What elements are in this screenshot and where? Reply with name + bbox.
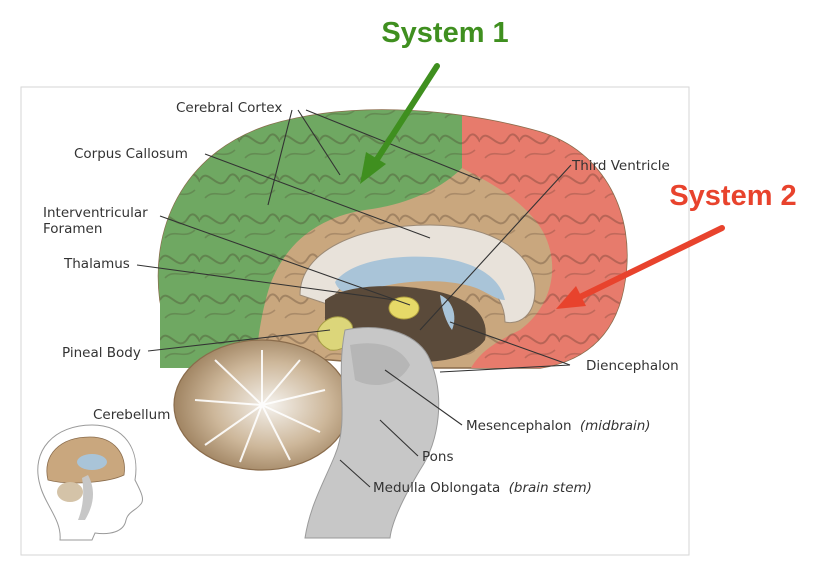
system2-arrow [556, 225, 725, 309]
label-cerebellum: Cerebellum [93, 407, 170, 423]
label-third-ventricle: Third Ventricle [571, 158, 670, 174]
mesencephalon [350, 343, 410, 385]
thalamus [388, 296, 420, 320]
label-thalamus: Thalamus [63, 256, 130, 272]
leader-lines [136, 109, 572, 488]
system1-title: System 1 [381, 17, 508, 49]
mesencephalon-name: Mesencephalon [466, 418, 572, 434]
label-interventricular: Interventricular [43, 205, 148, 221]
label-corpus-callosum: Corpus Callosum [74, 146, 188, 162]
brain-stem [304, 327, 440, 539]
medulla-name: Medulla Oblongata [373, 480, 500, 496]
lateral-ventricle [335, 256, 505, 300]
mesencephalon-note: (midbrain) [580, 418, 651, 434]
brain-illustration [157, 109, 628, 539]
cerebellum-folia [194, 350, 326, 463]
label-pineal-body: Pineal Body [62, 345, 141, 361]
label-diencephalon: Diencephalon [586, 358, 679, 374]
label-mesencephalon: Mesencephalon (midbrain) [466, 418, 651, 434]
medulla-note: (brain stem) [509, 480, 592, 496]
label-medulla: Medulla Oblongata (brain stem) [373, 480, 592, 496]
system2-title: System 2 [669, 180, 796, 212]
label-cerebral-cortex: Cerebral Cortex [176, 100, 282, 116]
system1-arrow [360, 63, 440, 184]
label-foramen: Foramen [43, 221, 102, 237]
label-pons: Pons [422, 449, 454, 465]
head-inset-thumbnail [37, 424, 143, 541]
